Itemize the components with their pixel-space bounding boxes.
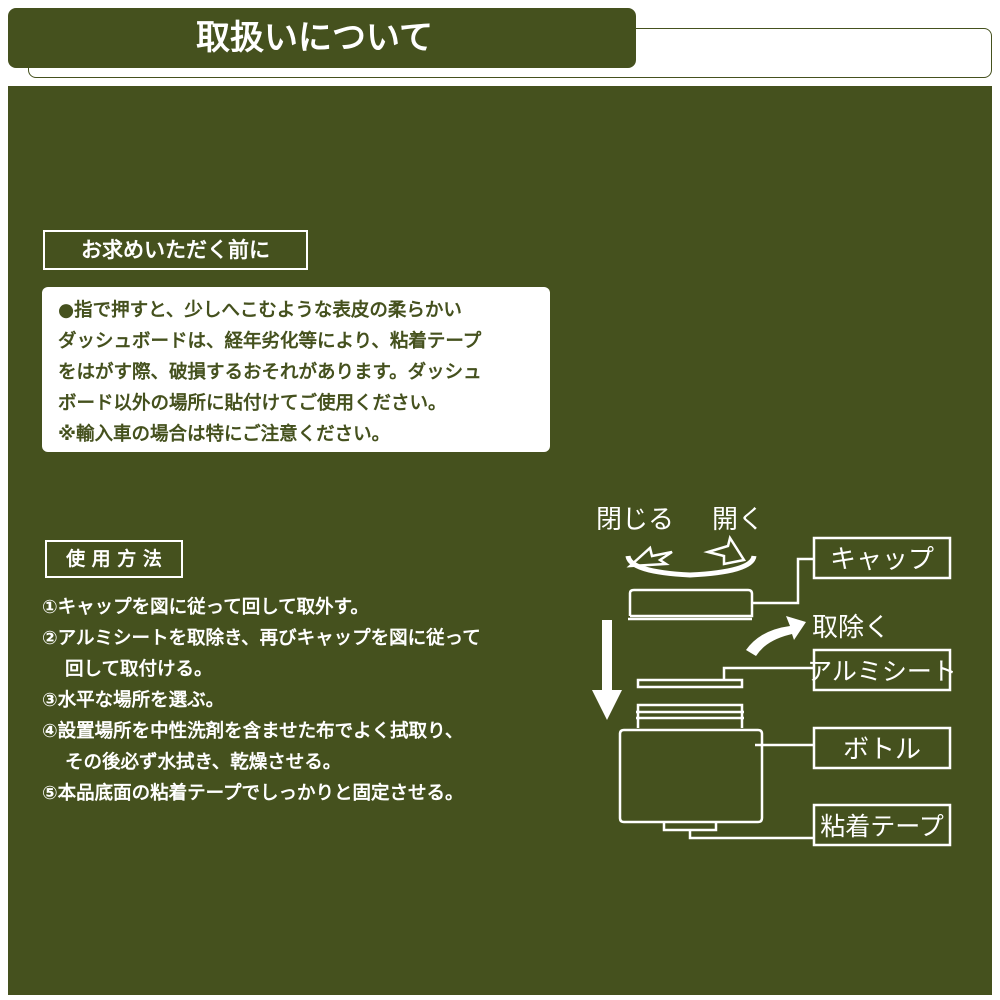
usage-heading: 使 用 方 法 <box>45 540 183 578</box>
aluminum-sheet-shape <box>636 678 744 689</box>
notice-line: ●指で押すと、少しへこむような表皮の柔らかい <box>58 300 462 321</box>
step-item: ①キャップを図に従って回して取外す。 <box>42 597 369 618</box>
notice-box: ●指で押すと、少しへこむような表皮の柔らかい ダッシュボードは、経年劣化等により… <box>42 287 550 452</box>
close-label: 閉じる <box>596 505 674 535</box>
notice-line: をはがす際、破損するおそれがあります。ダッシュ <box>58 362 482 383</box>
before-use-heading: お求めいただく前に <box>43 230 308 270</box>
bottle-label: ボトル <box>843 735 921 765</box>
down-arrow-icon <box>592 620 622 720</box>
remove-label: 取除く <box>812 613 890 643</box>
open-label: 開く <box>712 505 764 535</box>
rotate-arrows-icon <box>625 534 757 578</box>
step-item: ③水平な場所を選ぶ。 <box>42 690 225 711</box>
page-title: 取扱いについて <box>196 18 433 58</box>
usage-steps: ①キャップを図に従って回して取外す。 ②アルミシートを取除き、再びキャップを図に… <box>42 592 481 809</box>
step-item: ②アルミシートを取除き、再びキャップを図に従って <box>42 628 481 649</box>
step-item: ⑤本品底面の粘着テープでしっかりと固定させる。 <box>42 783 464 804</box>
aluminum-label: アルミシート <box>807 657 957 686</box>
tape-label: 粘着テープ <box>820 812 944 841</box>
step-item: その後必ず水拭き、乾燥させる。 <box>65 752 342 773</box>
notice-line: ダッシュボードは、経年劣化等により、粘着テープ <box>58 331 482 352</box>
header-tab: 取扱いについて <box>8 8 636 68</box>
step-item: ④設置場所を中性洗剤を含ませた布でよく拭取り、 <box>42 721 464 742</box>
cap-label: キャップ <box>830 545 934 575</box>
step-item: 回して取付ける。 <box>65 659 213 680</box>
cap-shape <box>628 588 754 621</box>
notice-line: ※輸入車の場合は特にご注意ください。 <box>58 424 391 445</box>
notice-line: ボード以外の場所に貼付けてご使用ください。 <box>58 393 447 414</box>
curved-arrow-icon <box>746 616 806 656</box>
bottle-shape <box>618 703 764 832</box>
